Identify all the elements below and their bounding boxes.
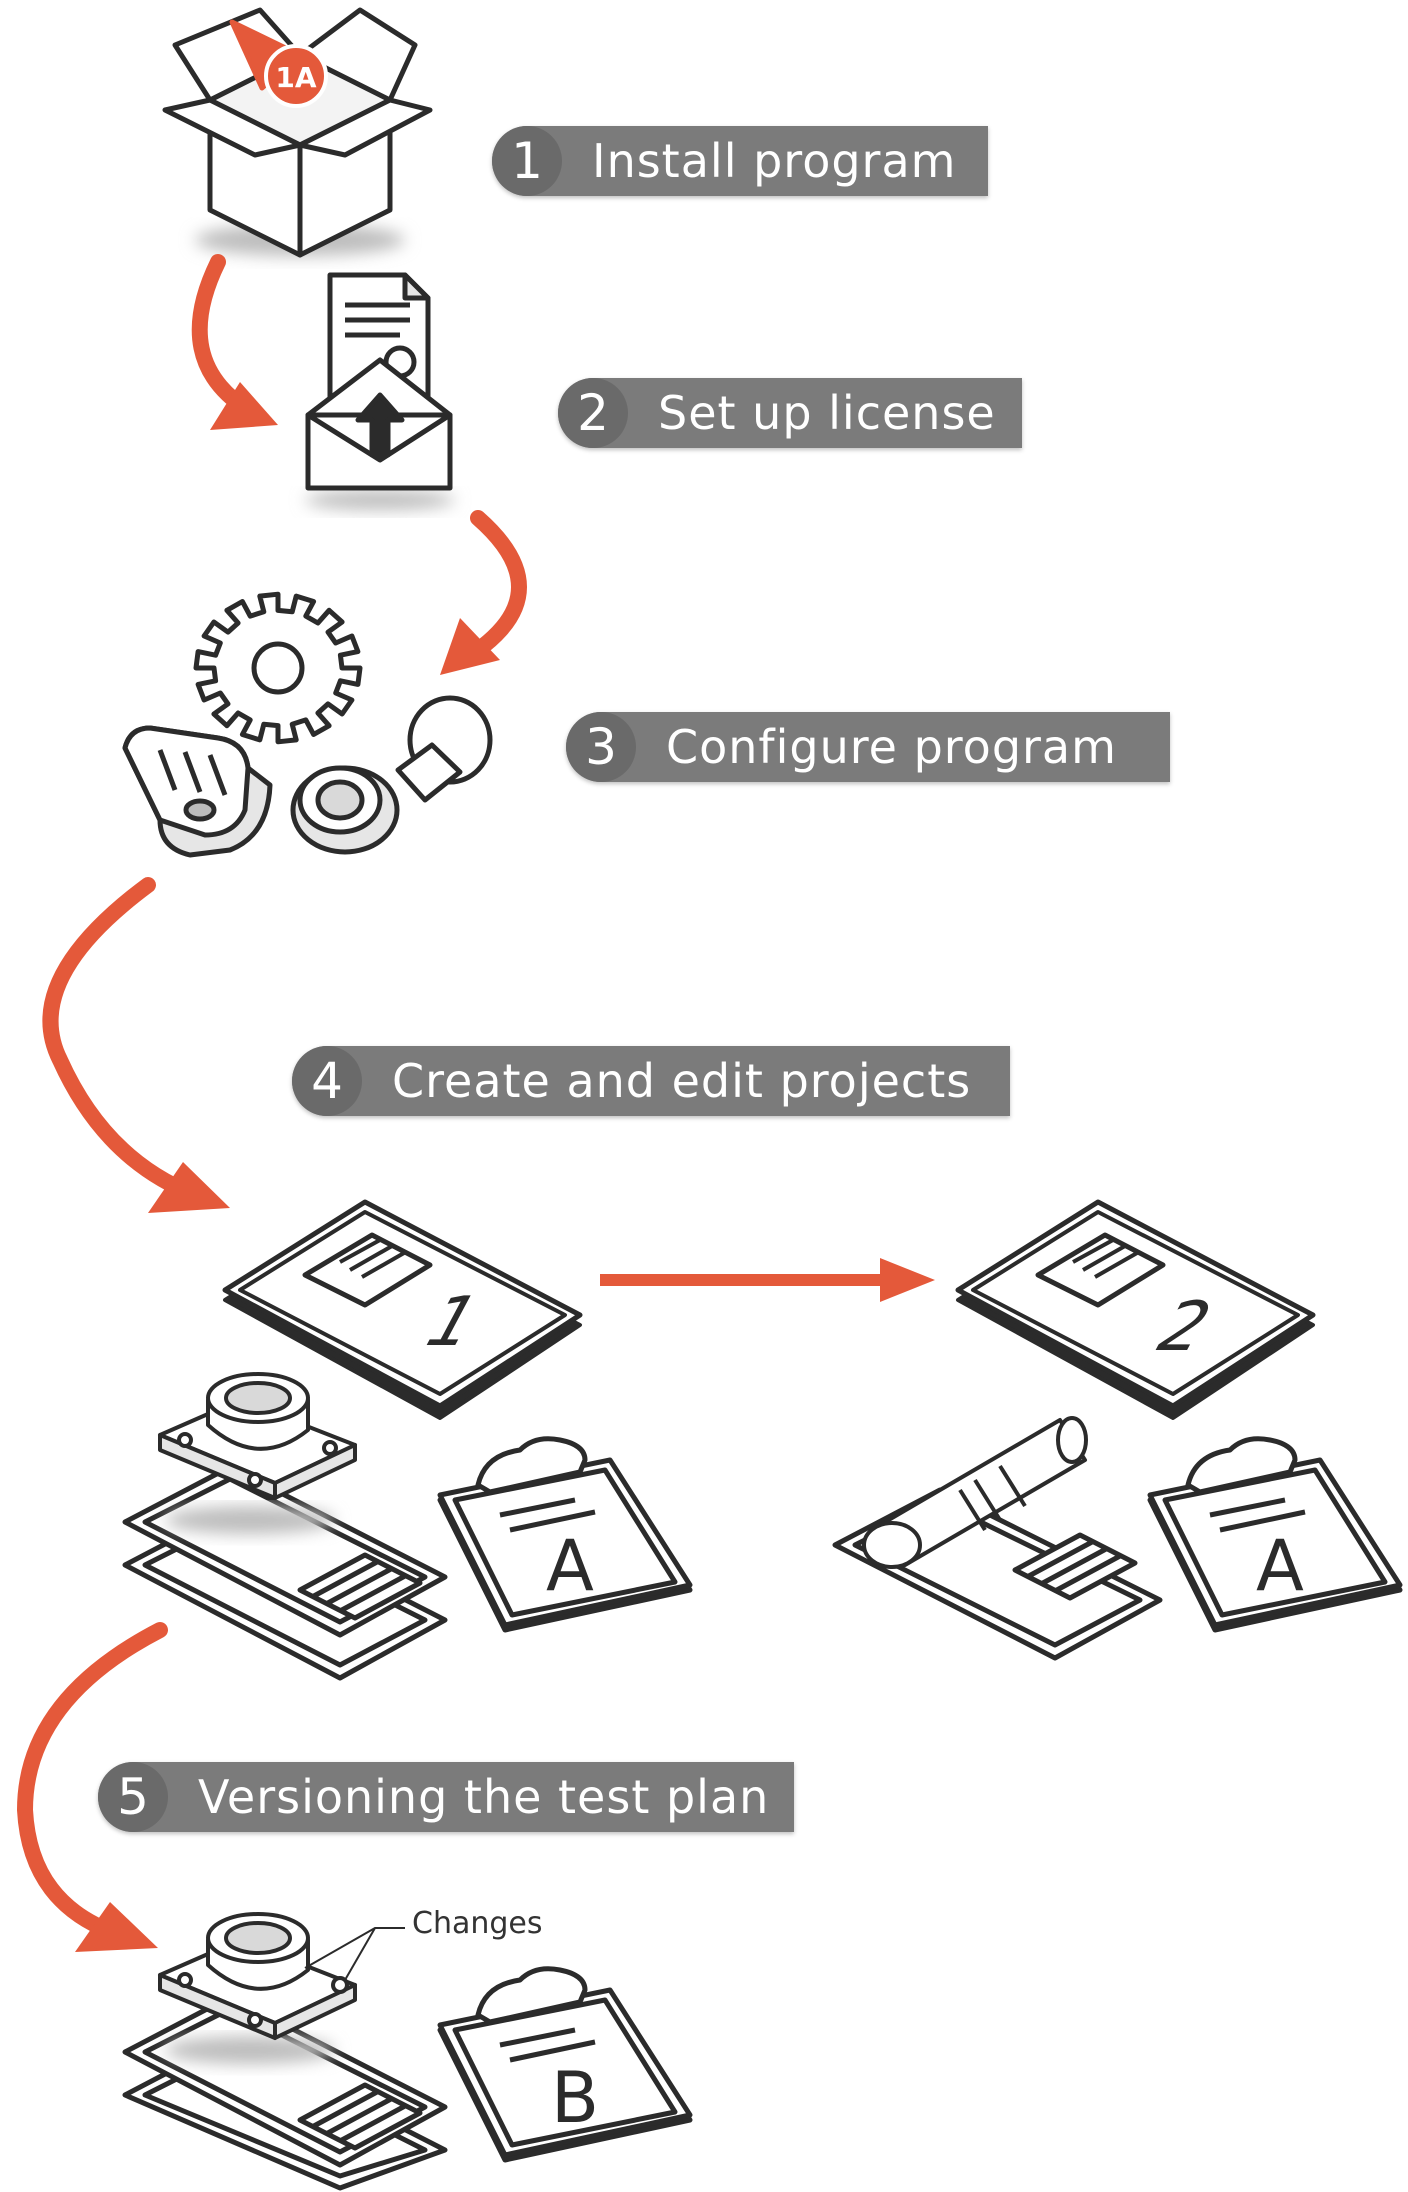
- clipboard-letter-a: A: [1256, 1525, 1304, 1607]
- step-label: Create and edit projects: [392, 1054, 972, 1108]
- step-number: 4: [292, 1046, 362, 1116]
- clipboard-icon: A: [1147, 1436, 1403, 1633]
- license-envelope-icon: [305, 272, 455, 510]
- clipboard-letter-a: A: [546, 1525, 594, 1607]
- drawing-sheet-icon: [122, 1464, 448, 1681]
- clipboard-letter-b: B: [551, 2057, 599, 2139]
- flow-arrow-2: [440, 510, 527, 675]
- box-icon: 1A: [162, 7, 433, 258]
- clipboard-icon: A: [437, 1436, 693, 1633]
- cad-part-icon: [158, 1372, 357, 1534]
- step-number: 2: [558, 378, 628, 448]
- clipboard-icon: B: [437, 1966, 693, 2163]
- flow-arrow-1: [191, 254, 278, 430]
- flow-arrow-4: [600, 1258, 935, 1302]
- changes-annotation: Changes: [412, 1906, 543, 1941]
- step-label: Install program: [592, 134, 957, 188]
- flow-arrow-5: [16, 1622, 168, 1952]
- step-5: 5 Versioning the test plan: [98, 1762, 794, 1832]
- step-number: 3: [566, 712, 636, 782]
- step-2: 2 Set up license: [558, 378, 1022, 448]
- step-1: 1 Install program: [492, 126, 988, 196]
- step-3: 3 Configure program: [566, 712, 1170, 782]
- box-badge: 1A: [275, 61, 316, 94]
- step-number: 1: [492, 126, 562, 196]
- project-book-icon: 1: [222, 1199, 583, 1420]
- step-label: Set up license: [658, 386, 996, 440]
- configure-icons: [122, 591, 493, 858]
- project-book-icon: 2: [955, 1199, 1316, 1420]
- stamp-icon: [290, 695, 493, 855]
- step-number: 5: [98, 1762, 168, 1832]
- tag-icon: [122, 725, 273, 858]
- changes-callout: [304, 1927, 405, 1981]
- cad-part-icon: [158, 1912, 357, 2064]
- shaft-part-icon: [862, 1416, 1088, 1569]
- step-label: Versioning the test plan: [198, 1770, 770, 1824]
- flow-arrow-3: [42, 877, 230, 1213]
- step-4: 4 Create and edit projects: [292, 1046, 1010, 1116]
- step-label: Configure program: [666, 720, 1117, 774]
